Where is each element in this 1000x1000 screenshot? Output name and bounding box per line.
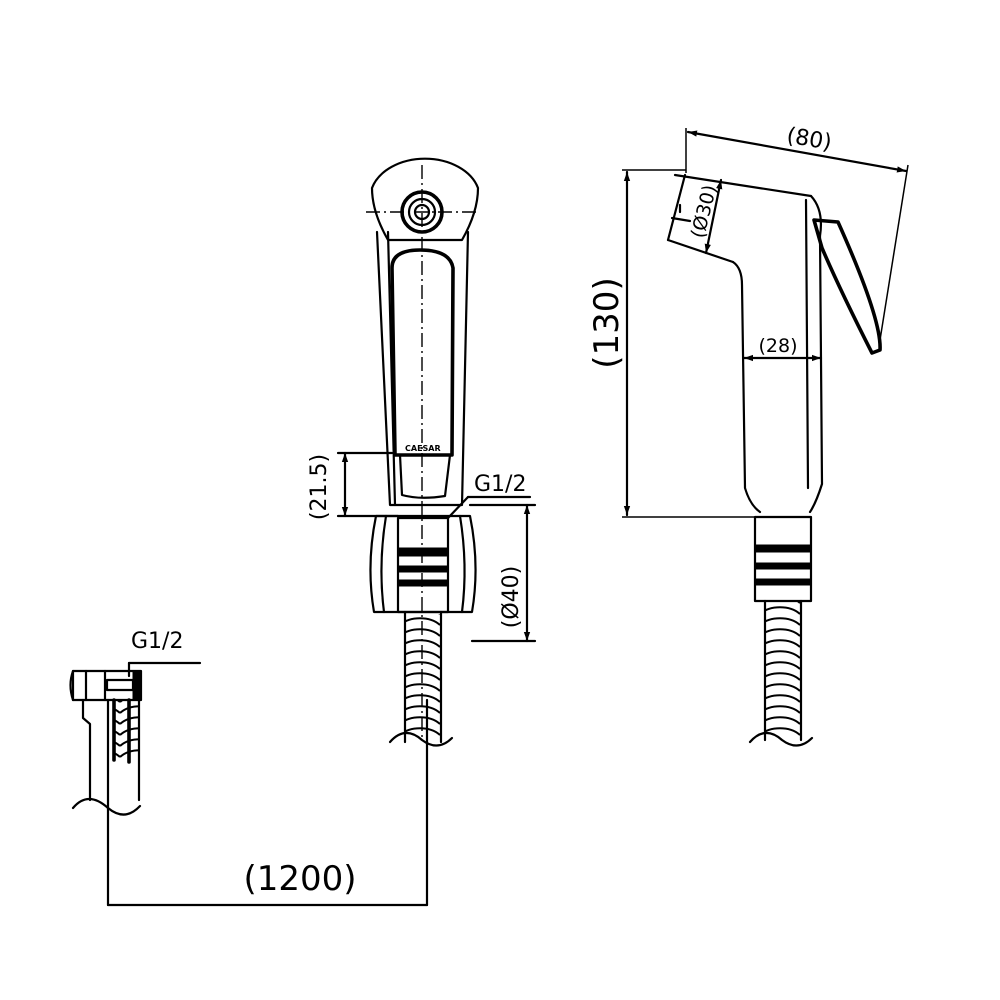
sprayer-side-view [666, 173, 882, 747]
brand-mark: CAESAR [405, 444, 441, 453]
bracket-diameter-text: (Ø40) [499, 566, 524, 628]
sprayer-front-view: CAESAR [366, 157, 480, 747]
thread-fitting-text: G1/2 [131, 629, 183, 654]
thread-label-fitting: G1/2 [127, 629, 202, 678]
head-diameter-text: (Ø30) [687, 183, 721, 241]
thread-label-top: G1/2 [446, 472, 532, 520]
hose-end-fitting [69, 669, 143, 907]
hose-length-text: (1200) [243, 859, 356, 899]
dimension-head-diameter: (Ø30) [687, 178, 723, 255]
total-height-text: (130) [587, 277, 627, 368]
dimension-bracket-height: (21.5) [307, 451, 400, 520]
dimension-hose-length: (1200) [106, 698, 429, 907]
thread-top-text: G1/2 [474, 472, 526, 497]
handle-width-text: (28) [758, 335, 797, 357]
dimension-total-length: (80) [685, 123, 909, 341]
dimension-handle-width: (28) [742, 335, 823, 362]
dimension-bracket-diameter: (Ø40) [468, 503, 537, 643]
dimension-total-height: (130) [587, 169, 758, 518]
bracket-height-text: (21.5) [307, 454, 332, 520]
